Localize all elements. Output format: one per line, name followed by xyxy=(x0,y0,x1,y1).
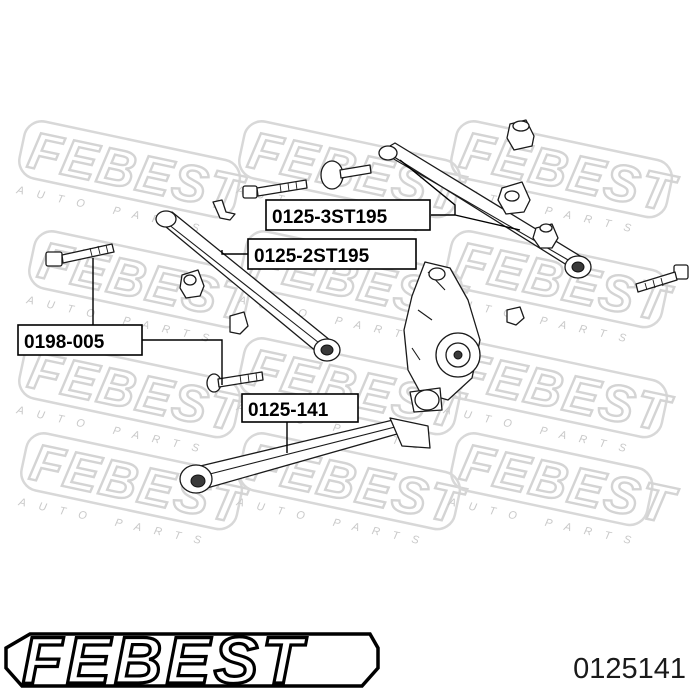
bushing xyxy=(506,119,535,151)
callout-0198-005: 0198-005 xyxy=(17,324,143,356)
middle-control-arm xyxy=(155,210,341,362)
bolt xyxy=(206,371,264,393)
brand-logo: FEBEST xyxy=(4,621,380,699)
watermark: FEBEST AUTO PARTS xyxy=(15,120,251,237)
bushing xyxy=(497,181,531,215)
svg-text:0198-005: 0198-005 xyxy=(24,332,105,353)
watermark: FEBEST AUTO PARTS xyxy=(447,432,683,549)
bolt xyxy=(45,243,115,267)
bushing xyxy=(506,306,525,326)
svg-text:0125-141: 0125-141 xyxy=(248,400,329,421)
callout-0125-3st195: 0125-3ST195 xyxy=(265,199,431,231)
bolt xyxy=(635,264,689,293)
watermark: FEBEST AUTO PARTS xyxy=(447,120,683,237)
leader-0198-005 xyxy=(92,258,223,385)
callout-0125-2st195: 0125-2ST195 xyxy=(247,238,417,270)
bolt xyxy=(212,199,236,221)
leader-0125-2st195 xyxy=(221,250,248,255)
rear-knuckle xyxy=(403,261,481,413)
leader-0125-3st195 xyxy=(399,159,521,231)
svg-text:FEBEST: FEBEST xyxy=(22,623,307,697)
watermark: FEBEST AUTO PARTS xyxy=(235,432,471,549)
watermark: FEBEST AUTO PARTS xyxy=(17,432,253,549)
bolt xyxy=(320,160,372,190)
bushing xyxy=(229,311,249,335)
bushing xyxy=(532,223,559,249)
svg-text:0125-3ST195: 0125-3ST195 xyxy=(272,207,388,228)
svg-text:0125-2ST195: 0125-2ST195 xyxy=(254,246,370,267)
lower-control-arm xyxy=(179,417,431,494)
part-number: 0125141 xyxy=(573,653,686,685)
callout-0125-141: 0125-141 xyxy=(241,393,359,423)
leader-lines xyxy=(92,159,521,453)
bushing xyxy=(179,269,205,299)
bolt xyxy=(242,179,308,199)
parts-drawing xyxy=(45,119,689,494)
